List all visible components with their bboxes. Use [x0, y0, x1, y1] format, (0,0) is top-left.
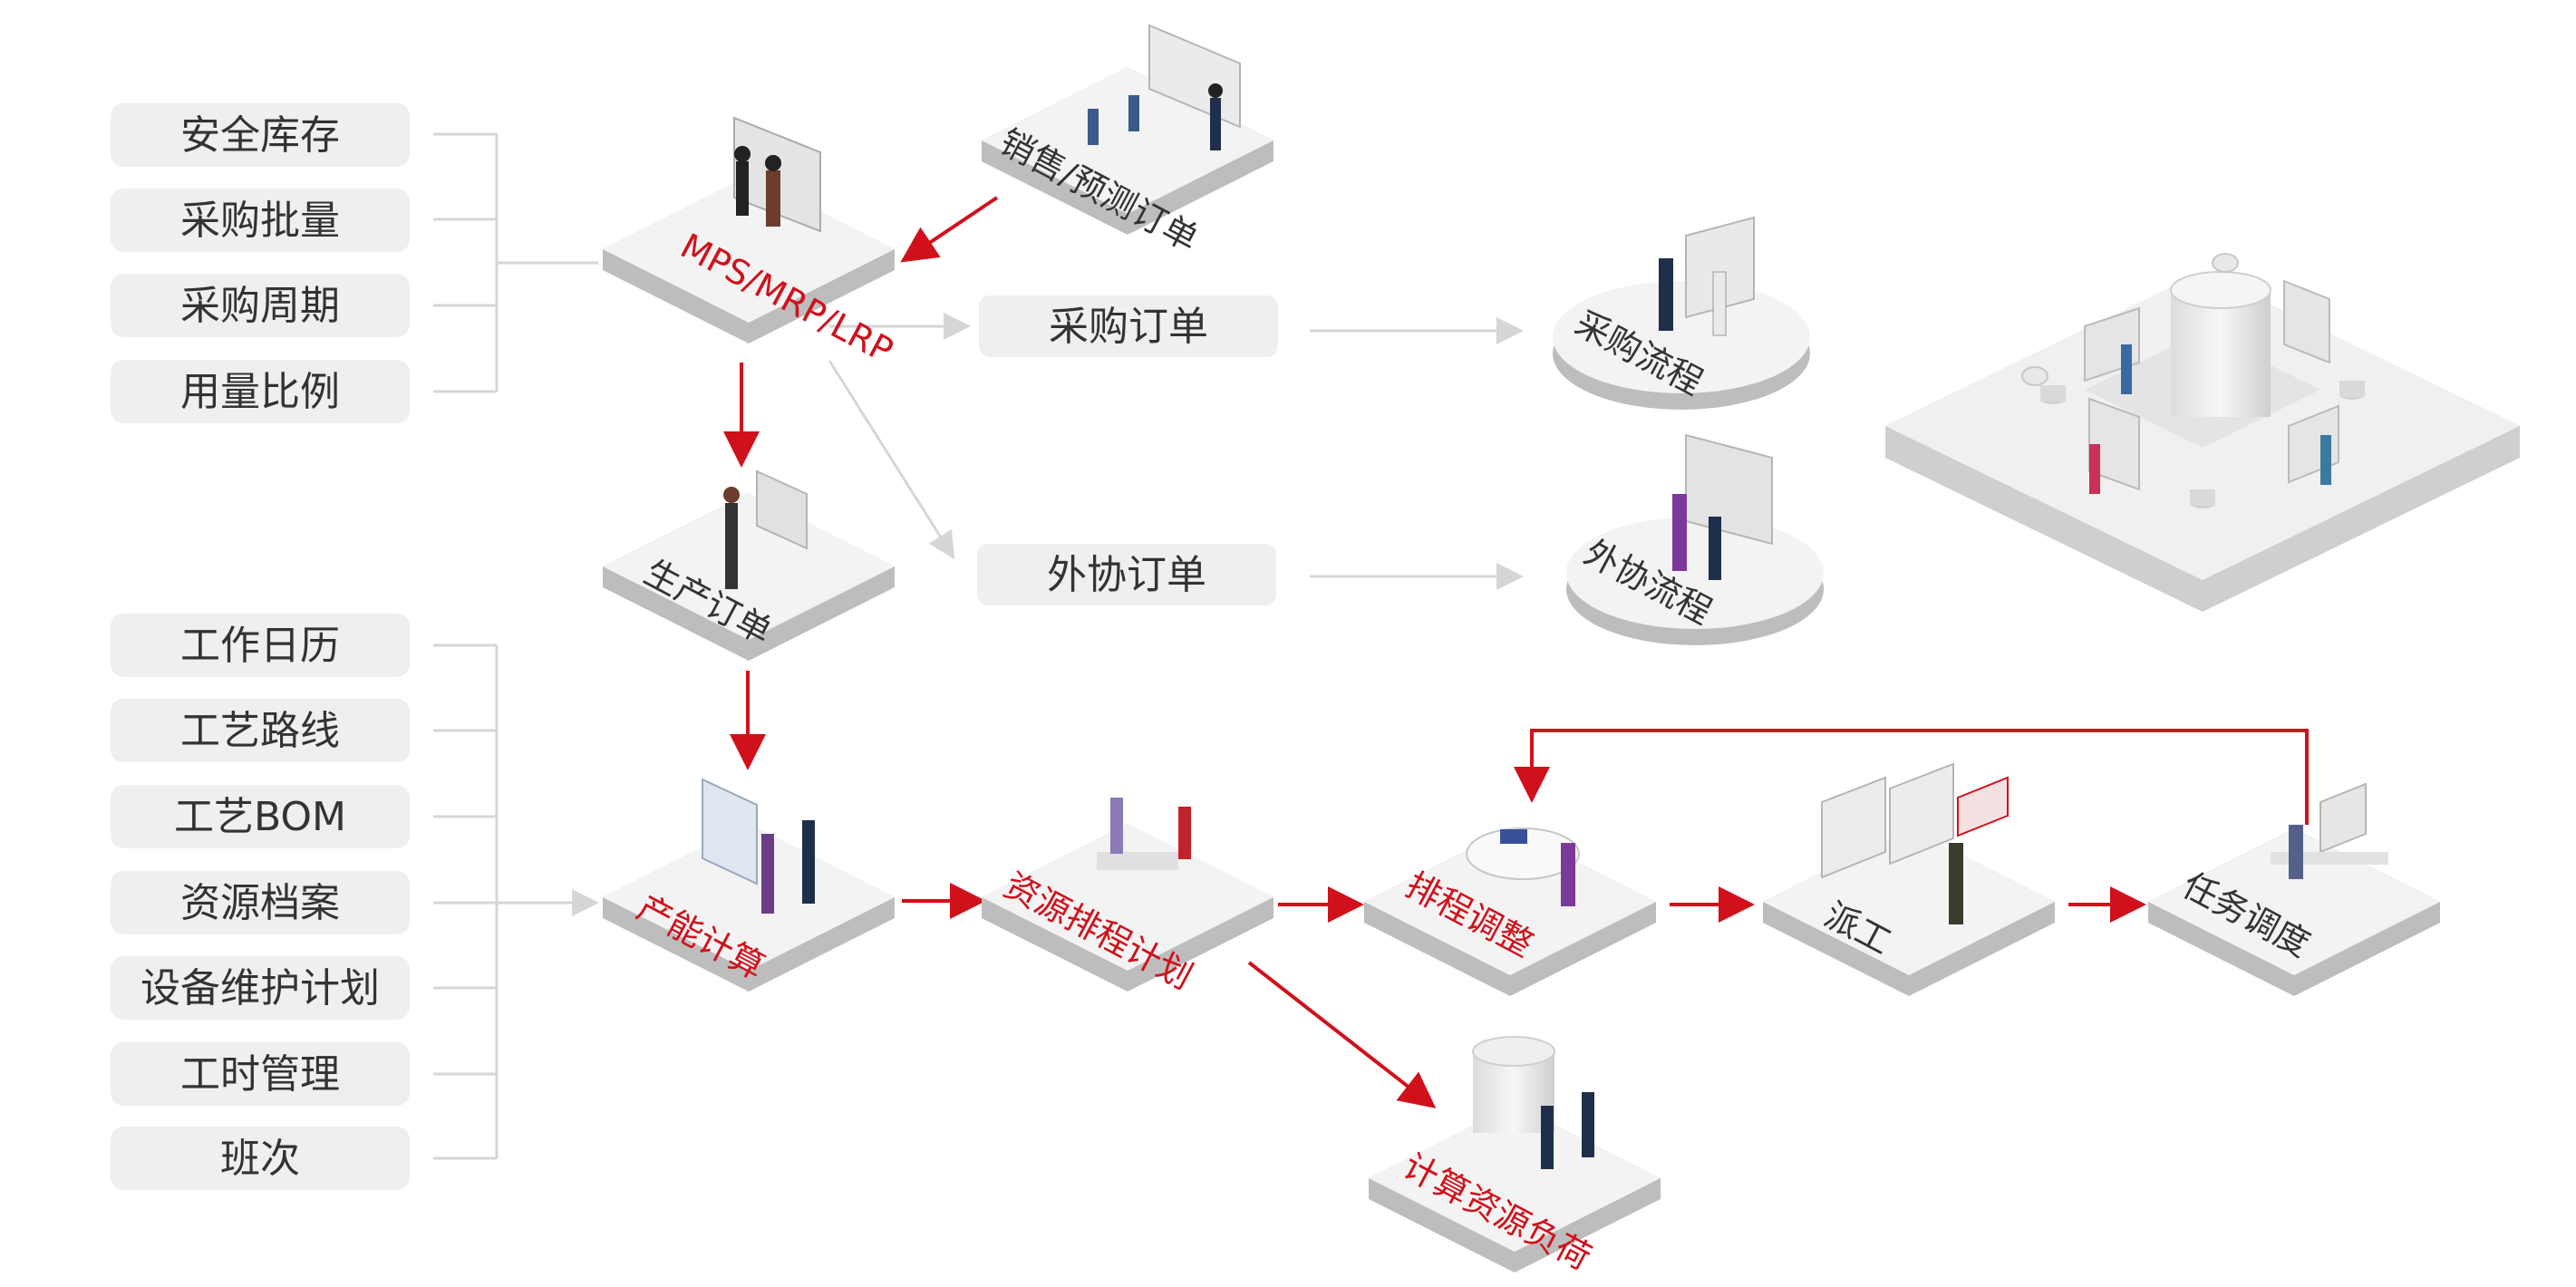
pill-label: 设备维护计划	[140, 965, 380, 1011]
pill-label: 工艺BOM	[174, 794, 346, 840]
data-cylinder-icon	[1472, 1036, 1594, 1169]
platform-purchase-flow: 采购流程	[1553, 216, 1810, 410]
pill-label: 采购周期	[180, 283, 340, 329]
platform-resource-plan: 资源排程计划	[982, 798, 1273, 997]
round-table-icon	[1466, 827, 1580, 906]
pill-label: 资源档案	[180, 880, 340, 926]
platform-production: 生产订单	[603, 469, 895, 661]
platform-task-dispatch: 任务调度	[2148, 782, 2440, 996]
workstation-icon	[2271, 782, 2388, 879]
data-center-illustration	[1885, 253, 2520, 612]
pill-equipment-maintenance: 设备维护计划	[111, 956, 410, 1020]
purchase-order-box: 采购订单	[979, 295, 1278, 357]
pill-purchase-batch: 采购批量	[111, 189, 410, 252]
platform-schedule-adjust: 排程调整	[1364, 827, 1656, 996]
pill-label: 工时管理	[180, 1051, 340, 1098]
platform-mps: MPS/MRP/LRP	[603, 116, 899, 371]
pill-label: 班次	[220, 1136, 300, 1182]
outsource-order-box: 外协订单	[977, 544, 1276, 605]
platform-resource-load: 计算资源负荷	[1369, 1036, 1661, 1278]
platform-dispatch: 派工	[1763, 762, 2055, 996]
pill-label: 工作日历	[180, 623, 340, 669]
left-group-top: 安全库存 采购批量 采购周期 用量比例	[111, 103, 410, 423]
pill-process-bom: 工艺BOM	[111, 785, 410, 848]
pill-label: 采购批量	[180, 198, 340, 244]
pill-safety-stock: 安全库存	[111, 103, 410, 167]
bracket-bottom	[433, 644, 599, 1160]
left-group-bottom: 工作日历 工艺路线 工艺BOM 资源档案 设备维护计划 工时管理 班次	[111, 614, 410, 1190]
bracket-top	[433, 132, 598, 393]
whiteboard-icon	[733, 116, 821, 233]
screen-panels-icon	[1821, 762, 2009, 924]
platform-sales: 销售/预测订单	[982, 24, 1273, 259]
outsource-order-label: 外协订单	[1047, 552, 1206, 598]
computer-station-icon	[723, 469, 808, 589]
gray-connectors	[828, 313, 1524, 590]
pill-label: 安全库存	[180, 112, 340, 159]
pill-resource-archive: 资源档案	[111, 871, 410, 934]
pill-purchase-cycle: 采购周期	[111, 274, 410, 337]
pill-label: 用量比例	[180, 369, 340, 415]
platform-capacity: 产能计算	[603, 778, 895, 992]
screen-stand-icon	[1672, 433, 1773, 580]
pill-work-calendar: 工作日历	[111, 614, 410, 677]
pill-label: 工艺路线	[180, 708, 340, 754]
platform-outsource-flow: 外协流程	[1566, 433, 1824, 645]
meeting-screen-icon	[1088, 24, 1241, 150]
pill-work-hours: 工时管理	[111, 1042, 410, 1106]
pill-usage-ratio: 用量比例	[111, 360, 410, 423]
monitor-icon	[702, 778, 815, 914]
purchase-order-label: 采购订单	[1049, 304, 1208, 350]
presentation-icon	[1659, 216, 1755, 336]
red-arrows	[723, 196, 2309, 1108]
desk-meeting-icon	[1097, 798, 1191, 870]
pill-process-route: 工艺路线	[111, 699, 410, 762]
pill-shift: 班次	[111, 1127, 410, 1190]
